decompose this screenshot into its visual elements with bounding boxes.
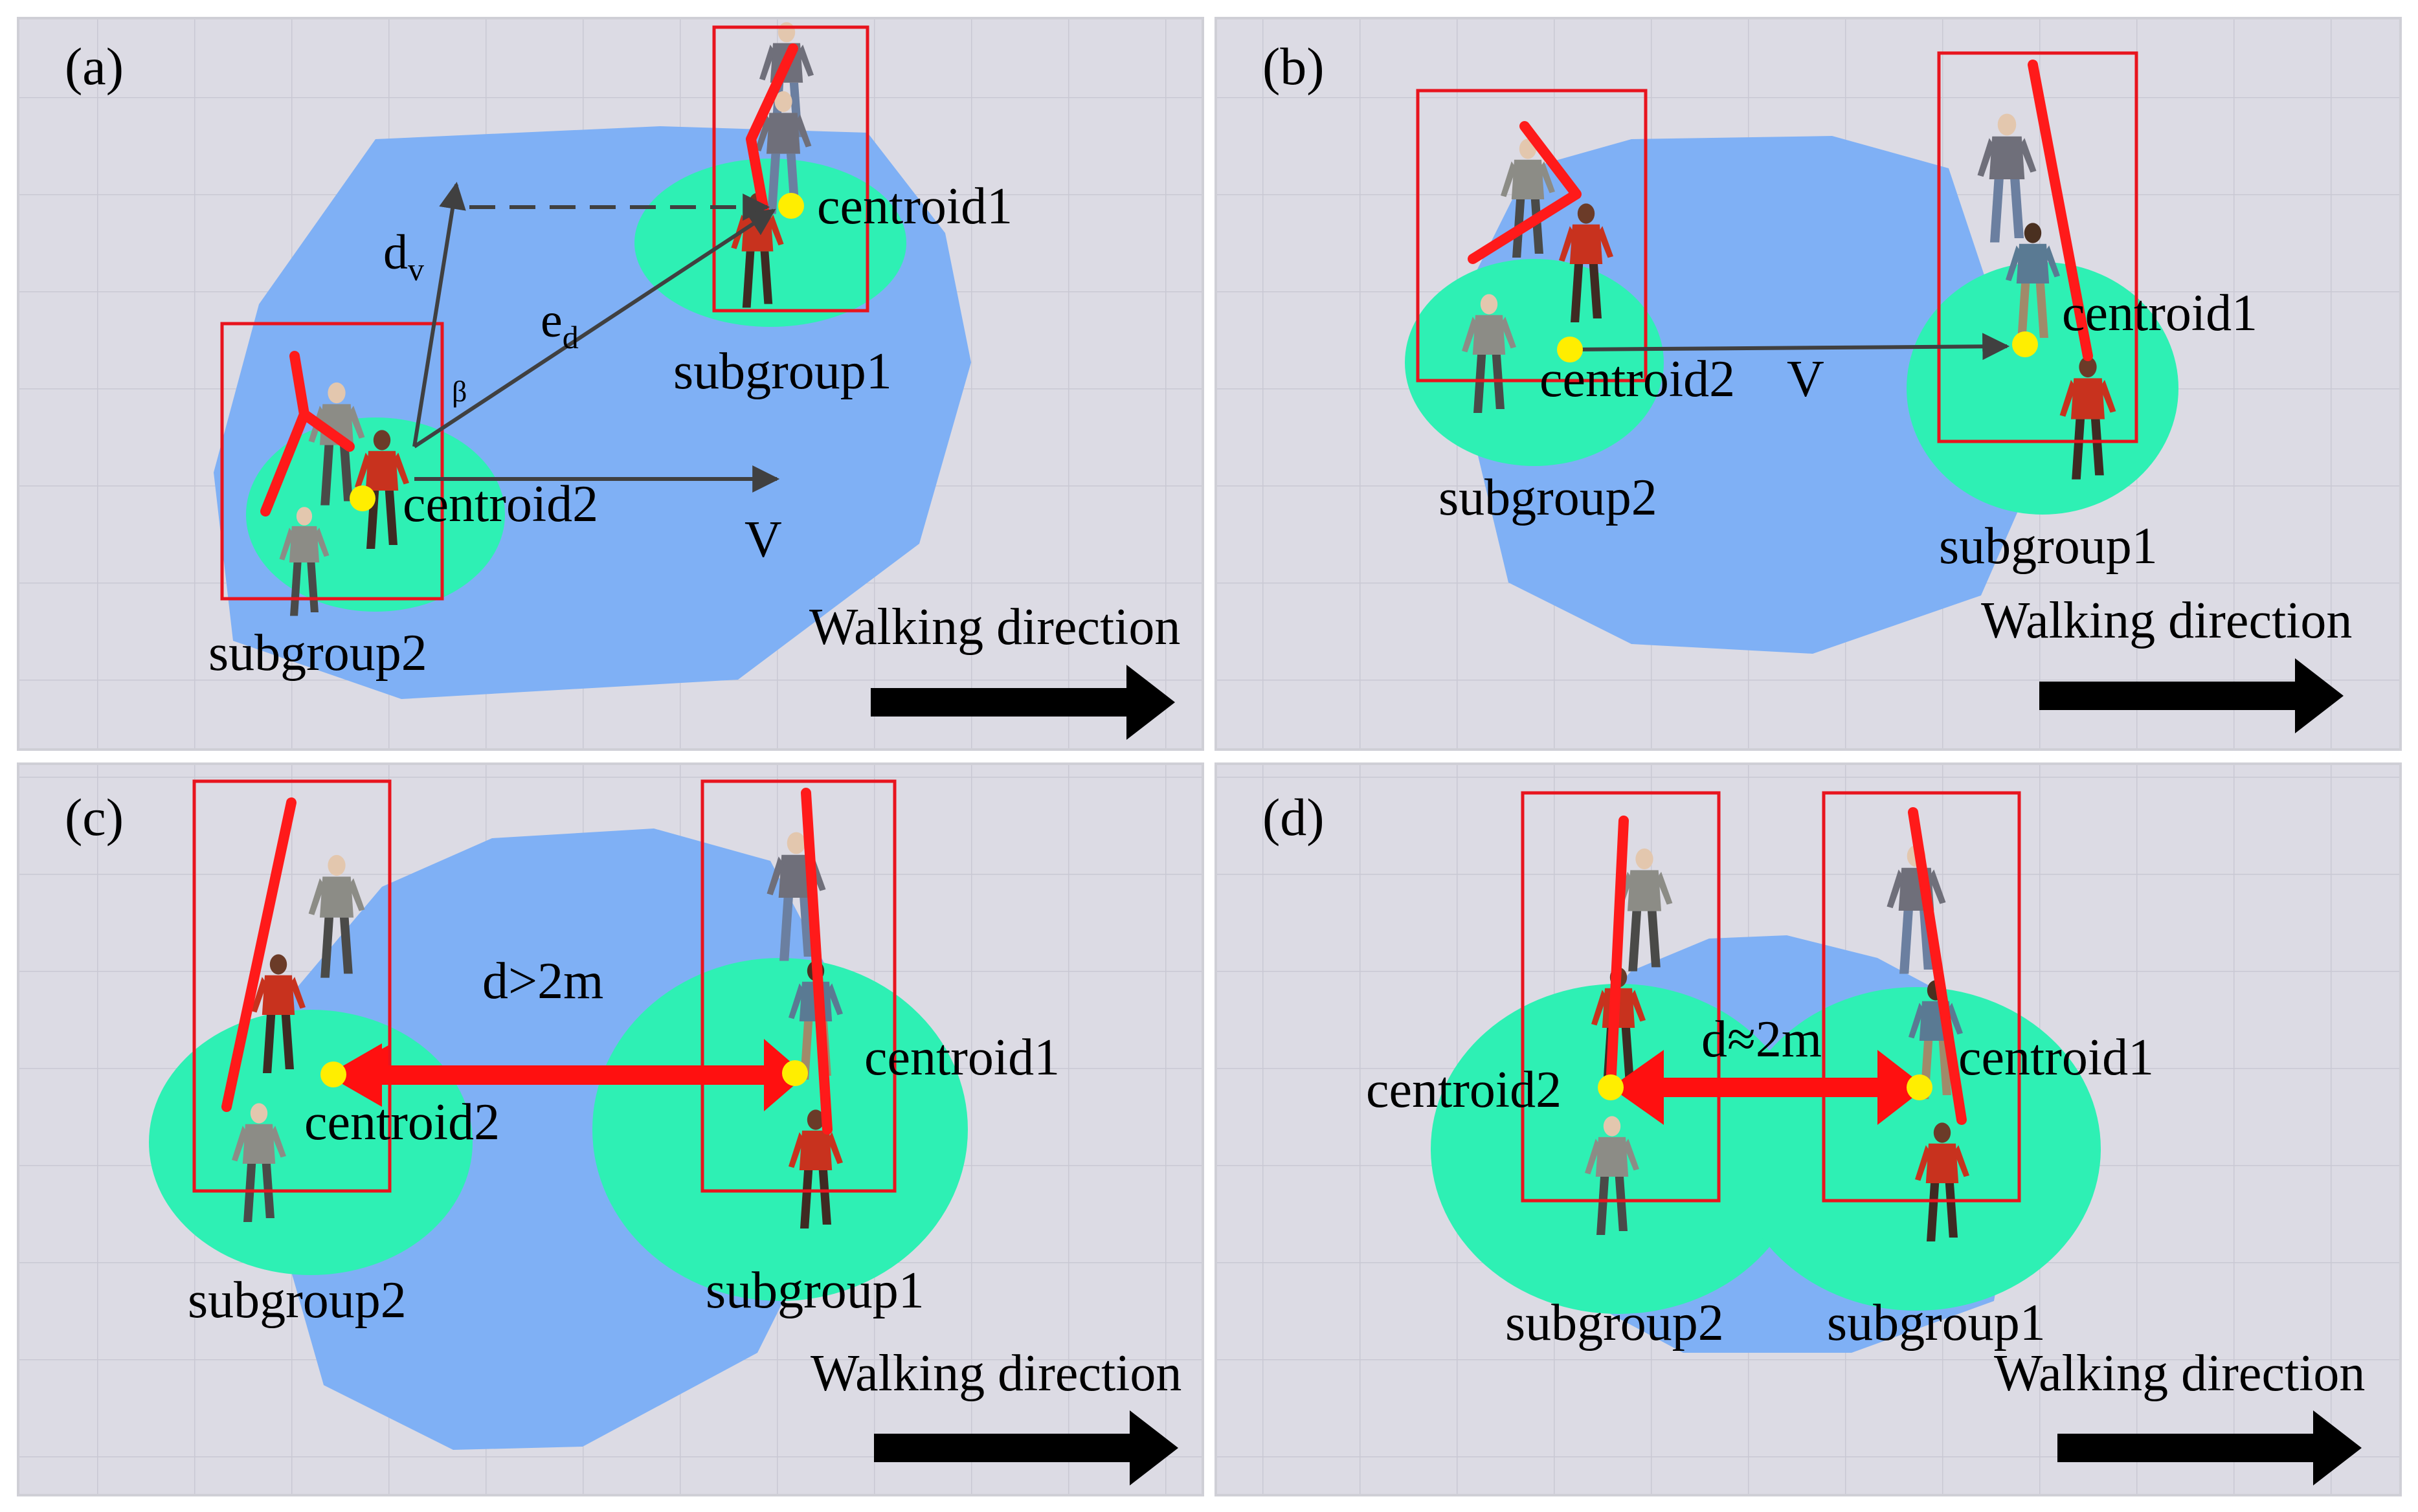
centroid1-point	[782, 1060, 808, 1086]
panel-label: (a)	[65, 37, 124, 96]
subgroup1-region	[1907, 262, 2178, 515]
subgroup1-label: subgroup1	[673, 343, 892, 400]
skeleton-subgroup2	[1468, 121, 1582, 264]
distance-label: d>2m	[482, 953, 603, 1010]
v-vector	[1573, 333, 2010, 361]
v-label: V	[744, 511, 782, 568]
subgroup1-label: subgroup1	[1827, 1295, 2046, 1351]
subgroup1-region	[592, 958, 968, 1301]
beta-label: β	[452, 375, 467, 408]
panel-label: (b)	[1262, 37, 1325, 96]
distance-arrow	[1611, 1050, 1926, 1125]
walking-direction-label: Walking direction	[809, 599, 1180, 656]
centroid2-label: centroid2	[1539, 351, 1735, 408]
subgroup2-label: subgroup2	[208, 625, 427, 682]
dv-vector	[412, 181, 466, 447]
bounding-box-subgroup2	[220, 322, 444, 601]
subgroup2-label: subgroup2	[188, 1272, 407, 1329]
centroid2-label: centroid2	[1366, 1062, 1562, 1118]
centroid2-label: centroid2	[403, 476, 598, 533]
skeleton-subgroup1	[801, 788, 833, 1135]
skeleton-subgroup2	[1606, 816, 1629, 1093]
skeleton-subgroup2	[221, 797, 297, 1112]
centroid1-label: centroid1	[2062, 285, 2257, 342]
panel-label: (c)	[65, 788, 124, 847]
subgroup2-label: subgroup2	[1505, 1295, 1724, 1351]
bounding-box-subgroup2	[1416, 89, 1648, 383]
bounding-box-subgroup2	[1521, 791, 1721, 1203]
centroid1-point	[1907, 1074, 1932, 1100]
panel-label: (d)	[1262, 788, 1325, 847]
ed-vector	[413, 208, 776, 449]
centroid2-point	[1598, 1074, 1624, 1100]
panel-a: (a) centroid1 centroid2 subgroup1 subgro…	[17, 17, 1204, 751]
dv-label: dv	[383, 225, 424, 287]
centroid1-point	[2012, 331, 2038, 357]
bounding-box-subgroup1	[700, 779, 897, 1193]
panel-d: (d) d≈2m centroid2 centroid1 subgroup2 s…	[1215, 762, 2402, 1496]
skeleton-subgroup1	[2028, 60, 2093, 361]
skeleton-subgroup2-branch	[299, 409, 355, 452]
bounding-box-subgroup1	[1822, 791, 2021, 1203]
skeleton-subgroup1	[746, 43, 798, 216]
panel-b: (b) centroid1 centroid2 V subgroup2 subg…	[1215, 17, 2402, 751]
bounding-box-subgroup2	[192, 779, 392, 1193]
distance-label: d≈2m	[1701, 1011, 1822, 1068]
subgroup2-label: subgroup2	[1438, 469, 1657, 526]
subgroup1-label: subgroup1	[1939, 518, 2158, 575]
ed-label: ed	[541, 293, 579, 355]
centroid2-label: centroid2	[304, 1094, 500, 1151]
centroid1-label: centroid1	[817, 178, 1013, 235]
centroid2-point	[1557, 337, 1583, 362]
bounding-box-subgroup1	[1937, 51, 2138, 443]
walking-direction-label: Walking direction	[811, 1345, 1181, 1402]
centroid1-label: centroid1	[864, 1029, 1060, 1086]
subgroup1-label: subgroup1	[706, 1262, 924, 1319]
walking-direction-label: Walking direction	[1981, 592, 2352, 649]
centroid1-label: centroid1	[1958, 1029, 2154, 1086]
v-label: V	[1787, 351, 1824, 408]
skeleton-subgroup1	[1908, 807, 1967, 1125]
distance-arrow	[327, 1039, 806, 1111]
centroid2-point	[350, 485, 375, 511]
bounding-box-subgroup1	[712, 25, 869, 313]
walking-direction-label: Walking direction	[1994, 1345, 2365, 1402]
group-region	[1470, 136, 2026, 654]
panel-c: (c) d>2m centroid1 centroid2 subgroup2 s…	[17, 762, 1204, 1496]
centroid2-point	[320, 1062, 346, 1087]
centroid1-point	[778, 193, 804, 219]
